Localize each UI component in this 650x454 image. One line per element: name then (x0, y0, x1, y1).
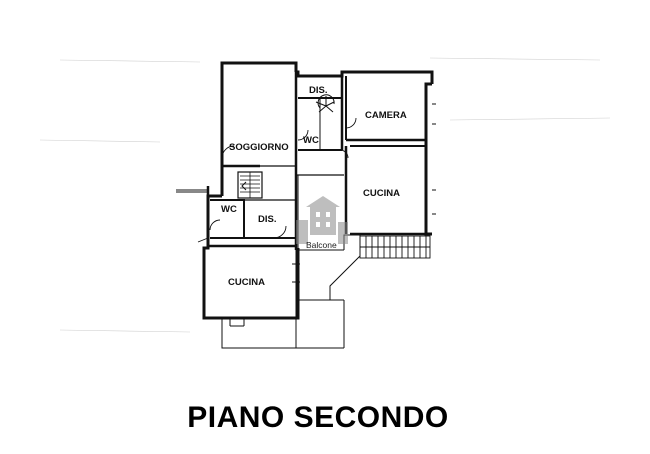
room-label-dis-center: DIS. (258, 214, 276, 225)
interior-walls (208, 72, 426, 250)
floor-title: PIANO SECONDO (187, 401, 449, 434)
building-watermark-icon (296, 196, 348, 244)
spiral-stair (315, 94, 335, 113)
room-label-dis-top: DIS. (309, 85, 327, 96)
door-swings (197, 117, 357, 243)
watermark-label: Balcone (306, 240, 337, 250)
scan-noise (39, 57, 611, 333)
room-label-soggiorno: SOGGIORNO (229, 142, 289, 153)
exterior-stair (359, 235, 431, 259)
window-marks (229, 103, 436, 327)
balcony-outline (221, 175, 361, 349)
room-label-cucina-right: CUCINA (363, 188, 400, 199)
room-label-wc-left: WC (221, 204, 237, 215)
room-label-camera: CAMERA (365, 110, 407, 121)
watermark (296, 196, 348, 244)
stairs-left (240, 172, 260, 198)
entry-line (176, 189, 208, 193)
room-label-wc-upper: WC (303, 135, 319, 146)
room-label-cucina-bottom: CUCINA (228, 277, 265, 288)
